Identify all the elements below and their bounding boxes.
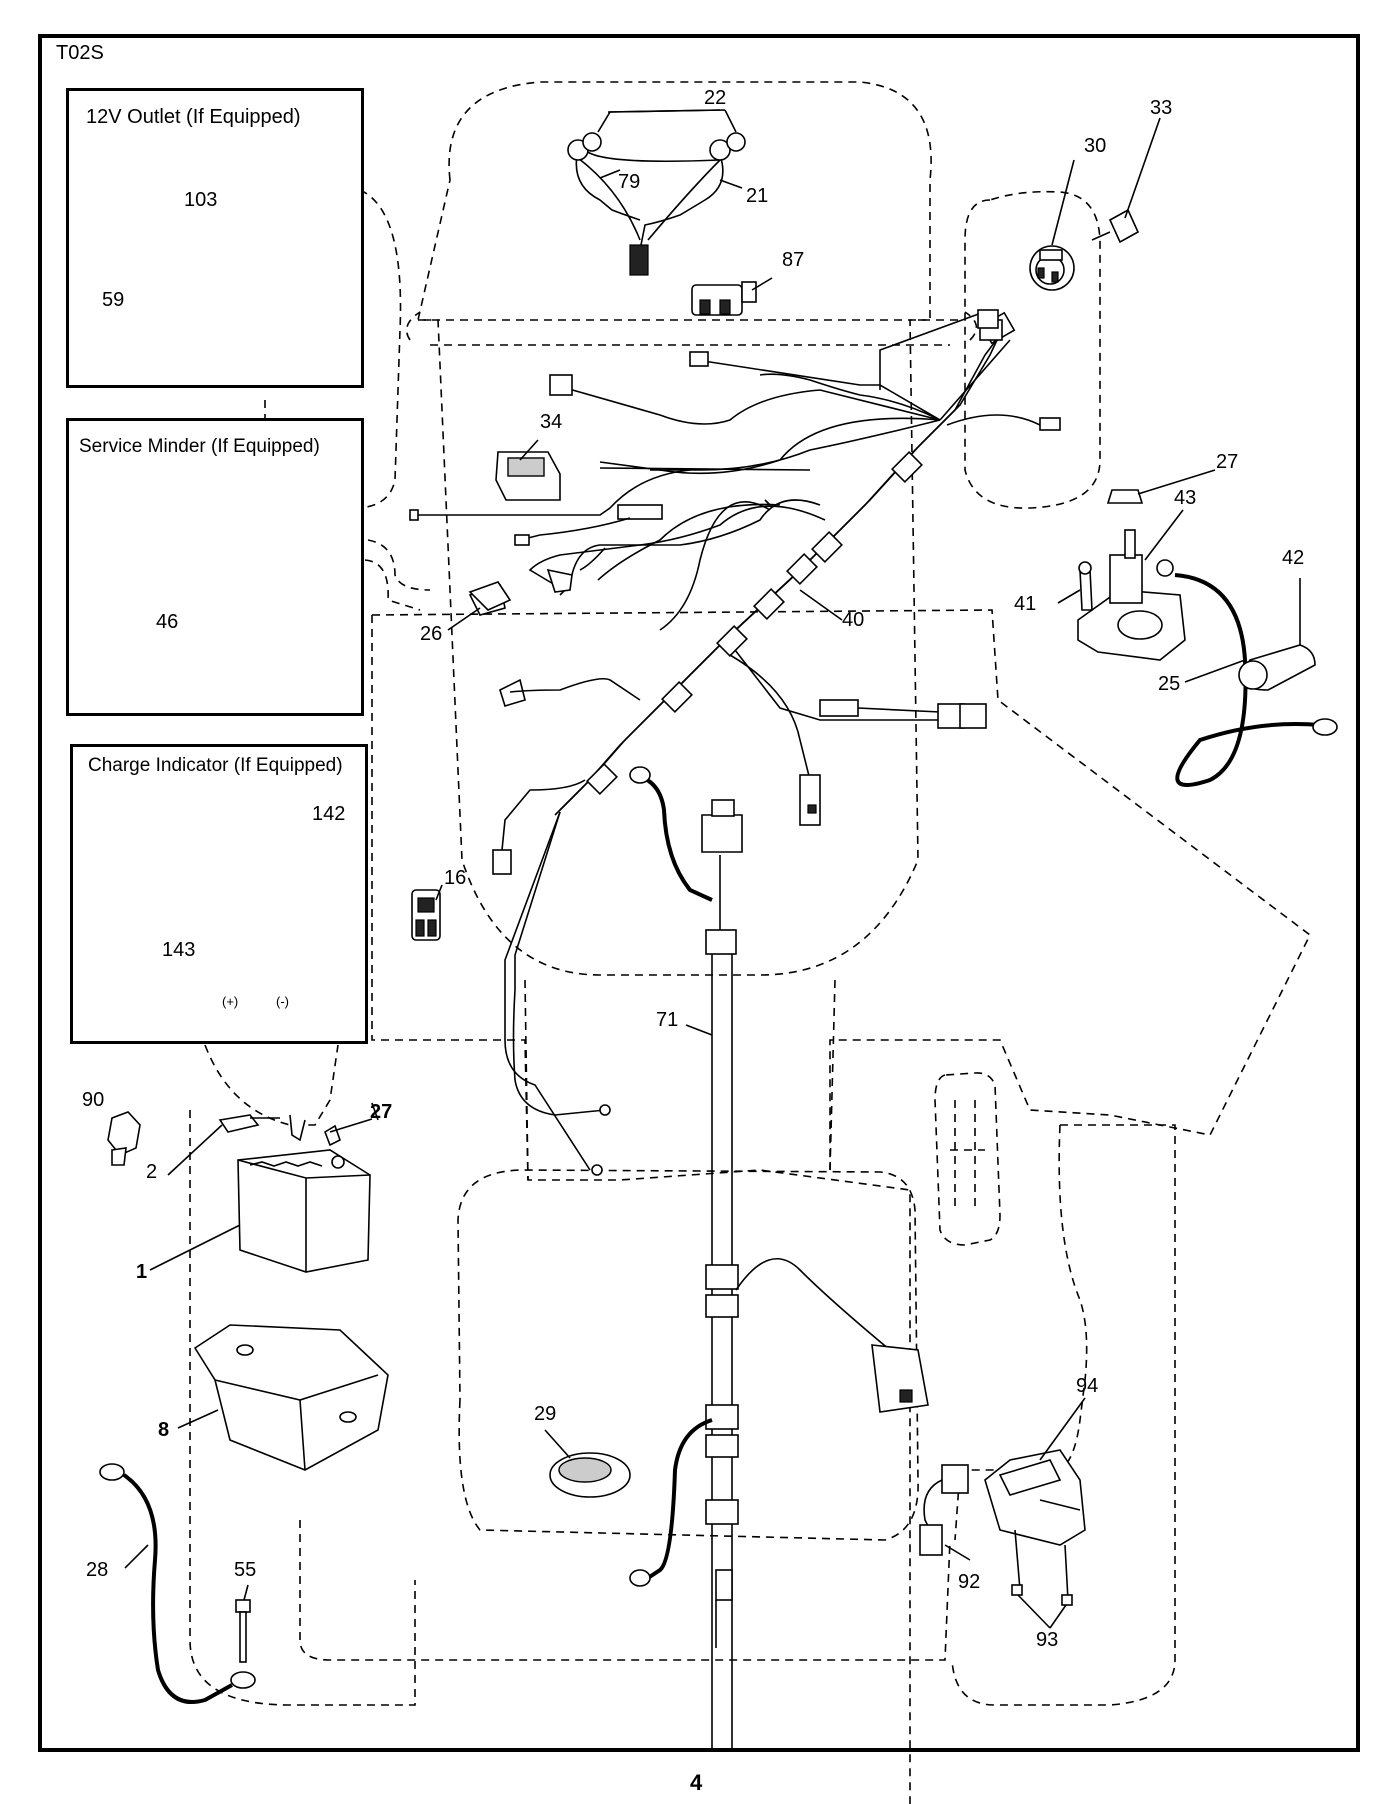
ignition-switch [1029,208,1140,291]
part-label-93: 93 [1036,1629,1059,1651]
headlight-harness [567,109,746,276]
part-label-8: 8 [158,1419,170,1441]
part-label-33: 33 [1150,97,1173,119]
part-label-41: 41 [1014,593,1037,615]
part-label-87: 87 [782,249,805,271]
part-label-29: 29 [534,1403,557,1425]
part-label-25: 25 [1158,673,1181,695]
diagram-code: T02S [56,42,104,64]
part-label-28: 28 [86,1559,109,1581]
part-label-34: 34 [540,411,563,433]
part-label-30: 30 [1084,135,1107,157]
switch-34 [495,451,561,501]
relay-87 [691,281,757,316]
part-label-90: 90 [82,1089,105,1111]
terminal-positive-label: (+) [222,994,239,1009]
part-label-79: 79 [618,171,641,193]
part-label-27-battery: 27 [370,1101,393,1123]
part-label-21: 21 [746,185,769,207]
part-label-26: 26 [420,623,443,645]
part-label-143: 143 [162,939,196,961]
part-label-142: 142 [312,803,346,825]
connector-16 [411,889,441,941]
terminal-boot-42 [1238,644,1316,691]
part-label-59: 59 [102,289,125,311]
part-label-1: 1 [136,1261,148,1283]
part-label-103: 103 [184,189,218,211]
switch-assembly-94 [919,1449,1086,1606]
inset-service-minder [66,418,364,716]
diagram-frame [38,34,1360,1752]
part-label-40: 40 [842,609,865,631]
part-label-55: 55 [234,1559,257,1581]
ground-cable-28 [99,1463,256,1704]
tractor-outline [189,81,1312,1804]
solenoid-assembly [1077,489,1186,661]
harness-71 [629,766,929,1750]
inset-service-minder-title: Service Minder (If Equipped) [79,436,320,457]
part-label-94: 94 [1076,1375,1099,1397]
part-label-92: 92 [958,1571,981,1593]
fuse-holder-26 [468,581,512,611]
main-harness [409,309,1061,1176]
plug-29 [549,1452,631,1498]
battery-cable-25 [1156,559,1338,787]
part-label-27-solenoid: 27 [1216,451,1239,473]
inset-charge-indicator-title: Charge Indicator (If Equipped) [88,755,343,776]
part-label-22: 22 [704,87,727,109]
terminal-negative-label: (-) [276,994,289,1009]
inset-charge-indicator [70,744,368,1044]
part-label-42: 42 [1282,547,1305,569]
inset-12v-outlet [66,88,364,388]
part-label-43: 43 [1174,487,1197,509]
battery-assembly [107,1111,389,1471]
part-label-2: 2 [146,1161,158,1183]
part-label-46: 46 [156,611,179,633]
part-label-71: 71 [656,1009,679,1031]
inset-12v-outlet-title: 12V Outlet (If Equipped) [86,106,301,128]
page-number: 4 [690,1770,703,1795]
part-label-16: 16 [444,867,467,889]
